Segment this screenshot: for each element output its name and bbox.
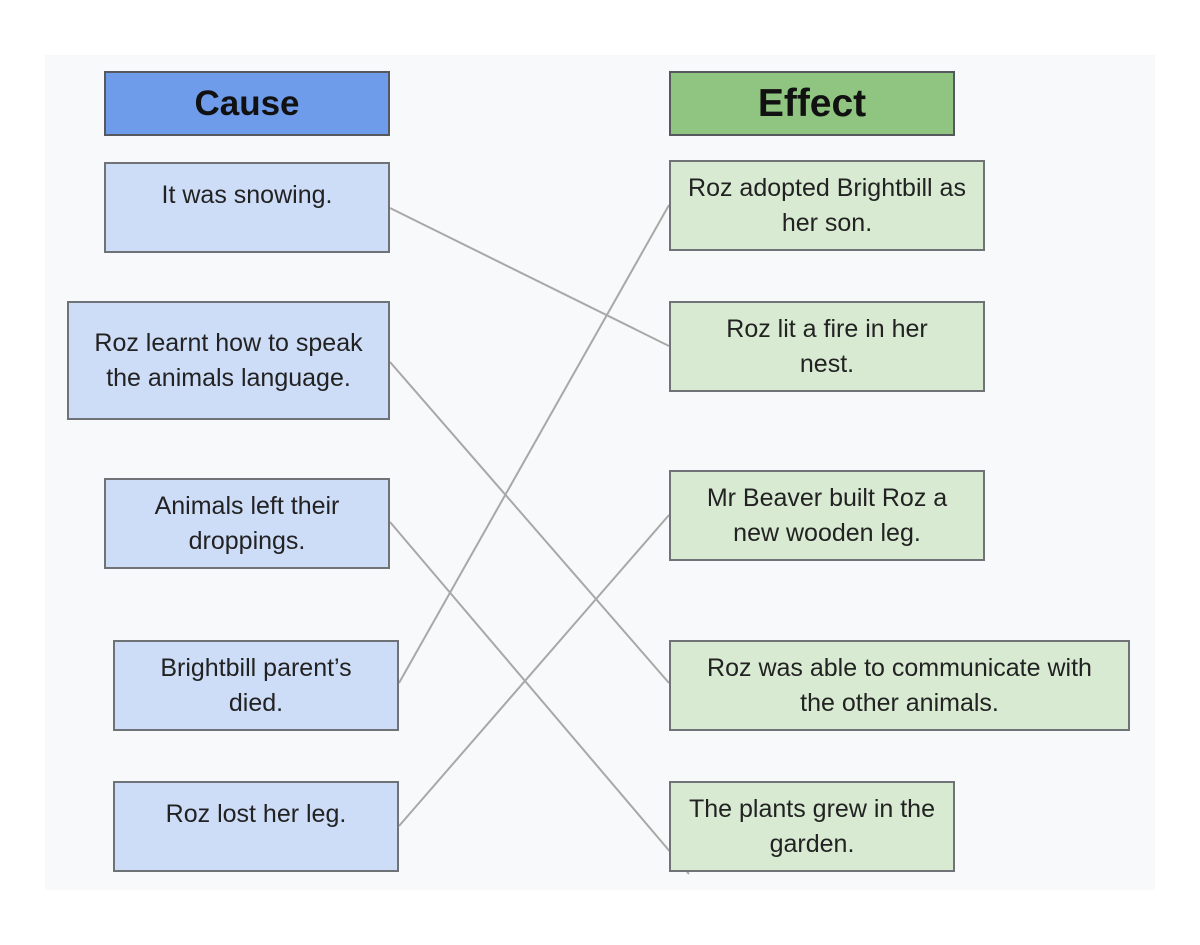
- cause-box-parents-died: Brightbill parent’s died.: [113, 640, 399, 731]
- effect-box-communicate: Roz was able to communicate with the oth…: [669, 640, 1130, 731]
- cause-box-snowing: It was snowing.: [104, 162, 390, 253]
- cause-box-lost-leg: Roz lost her leg.: [113, 781, 399, 872]
- effect-header: Effect: [669, 71, 955, 136]
- cause-header: Cause: [104, 71, 390, 136]
- effect-box-adopted-brightbill: Roz adopted Brightbill as her son.: [669, 160, 985, 251]
- effect-box-lit-fire: Roz lit a fire in her nest.: [669, 301, 985, 392]
- effect-box-plants-grew: The plants grew in the garden.: [669, 781, 955, 872]
- cause-box-droppings: Animals left their droppings.: [104, 478, 390, 569]
- effect-box-wooden-leg: Mr Beaver built Roz a new wooden leg.: [669, 470, 985, 561]
- cause-box-animal-language: Roz learnt how to speak the animals lang…: [67, 301, 390, 420]
